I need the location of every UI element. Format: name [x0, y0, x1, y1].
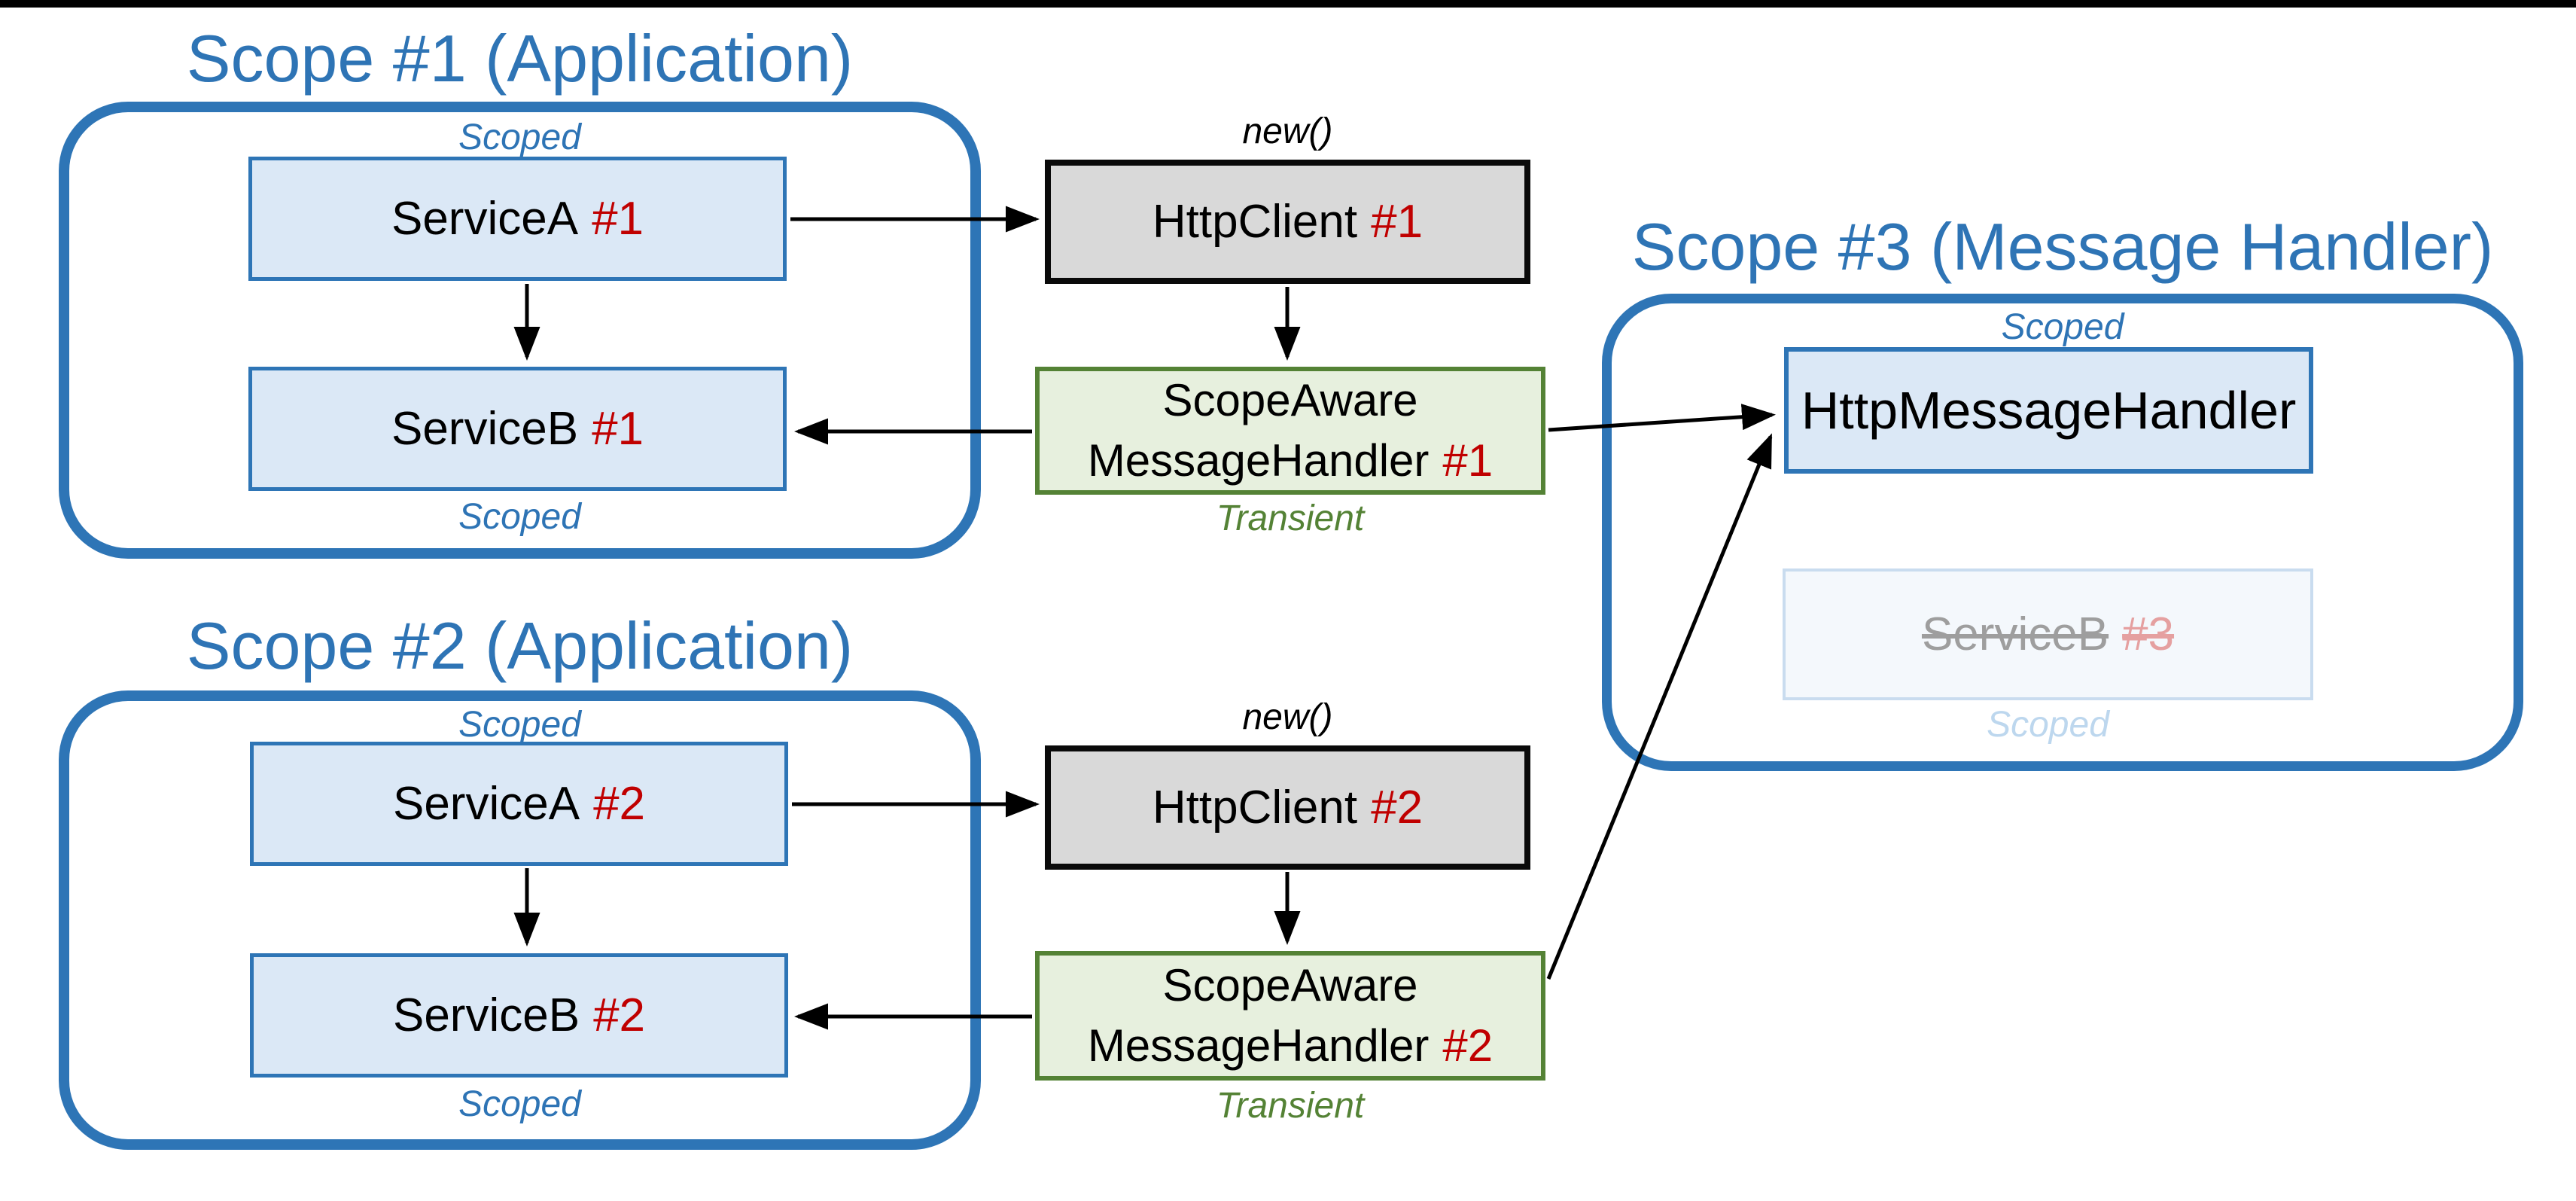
serviceb2-label: ServiceB	[392, 989, 580, 1041]
scope1-scoped-top-label: Scoped	[458, 117, 581, 157]
serviceb2-box: ServiceB#2	[250, 953, 788, 1078]
scope3-scoped-faded-label: Scoped	[1987, 705, 2109, 745]
serviceb1-box: ServiceB#1	[248, 367, 787, 491]
scopeaware-handler1-box: ScopeAware MessageHandler#1	[1035, 367, 1545, 495]
servicea2-box: ServiceA#2	[250, 742, 788, 866]
transient-label-1: Transient	[1216, 498, 1365, 538]
servicea2-label: ServiceA	[392, 778, 580, 830]
scope2-title: Scope #2 (Application)	[186, 608, 854, 683]
scope1-scoped-bottom-label: Scoped	[458, 497, 581, 537]
scope1-boundary	[59, 102, 981, 559]
httpclient2-instance: #2	[1371, 782, 1423, 834]
scope3-title: Scope #3 (Message Handler)	[1631, 209, 2494, 284]
httpmessagehandler-label: HttpMessageHandler	[1801, 381, 2297, 440]
serviceb1-instance: #1	[592, 403, 644, 455]
servicea1-box: ServiceA#1	[248, 157, 787, 281]
serviceb2-instance: #2	[593, 989, 646, 1041]
scopeaware-handler2-box: ScopeAware MessageHandler#2	[1035, 951, 1545, 1081]
httpclient2-box: HttpClient#2	[1045, 745, 1530, 870]
serviceb3-instance: #3	[2122, 608, 2175, 660]
scope2-scoped-top-label: Scoped	[458, 705, 581, 745]
serviceb1-label: ServiceB	[391, 403, 579, 455]
scopeaware-handler2-line1: ScopeAware	[1162, 960, 1418, 1010]
httpclient1-instance: #1	[1371, 196, 1423, 248]
httpclient1-label: HttpClient	[1152, 196, 1358, 248]
scopeaware-handler2-instance: #2	[1442, 1020, 1494, 1071]
scopeaware-handler1-line1: ScopeAware	[1162, 375, 1418, 425]
scopeaware-handler2-line2: MessageHandler	[1087, 1020, 1430, 1071]
servicea2-instance: #2	[593, 778, 646, 830]
servicea1-label: ServiceA	[391, 193, 579, 245]
scopeaware-handler1-instance: #1	[1442, 435, 1494, 486]
scope2-boundary	[59, 690, 981, 1150]
transient-label-2: Transient	[1216, 1086, 1365, 1126]
httpclient1-box: HttpClient#1	[1045, 160, 1530, 284]
servicea1-instance: #1	[592, 193, 644, 245]
new-label-2: new()	[1242, 697, 1333, 737]
serviceb3-label: ServiceB	[1921, 608, 2109, 660]
httpclient2-label: HttpClient	[1152, 782, 1358, 834]
scopeaware-handler1-line2: MessageHandler	[1087, 435, 1430, 486]
scope3-scoped-top-label: Scoped	[2001, 307, 2124, 347]
scope1-title: Scope #1 (Application)	[186, 21, 854, 96]
new-label-1: new()	[1242, 111, 1333, 151]
httpmessagehandler-box: HttpMessageHandler	[1784, 347, 2313, 474]
letterbox-top	[0, 0, 2576, 8]
serviceb3-disposed-box: ServiceB#3	[1783, 568, 2313, 700]
scope2-scoped-bottom-label: Scoped	[458, 1084, 581, 1124]
